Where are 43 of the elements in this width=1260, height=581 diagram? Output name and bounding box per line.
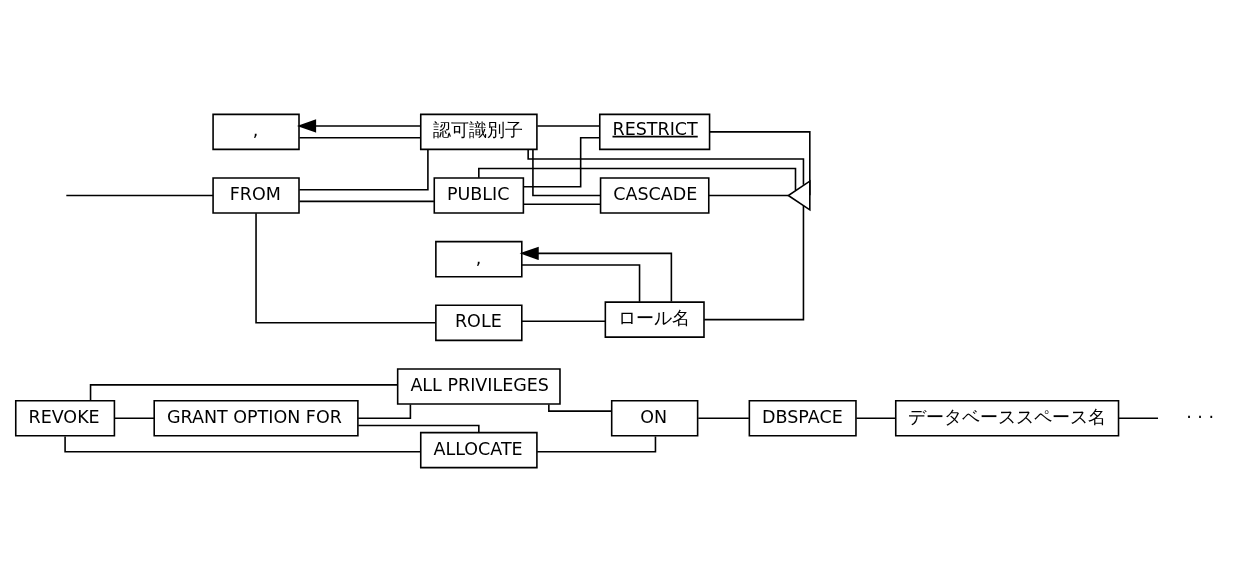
node-text: · · · [1186,406,1214,427]
connector [536,124,601,127]
connector [298,136,422,138]
node-box: ロール名 [604,300,705,338]
connector [113,417,155,419]
node-box: ALLOCATE [419,431,538,468]
connector [522,202,602,205]
node-box: 認可識別子 [419,113,538,150]
connector [298,200,435,202]
connector [357,424,480,433]
node-box: FROM [212,176,300,214]
connector [357,403,412,419]
node-box: PUBLIC [433,176,525,214]
connector [548,403,613,412]
node-box: DBSPACE [748,399,857,437]
connector [708,194,789,196]
arrow [297,118,422,133]
connector [532,148,601,196]
connector [255,211,437,324]
connector [709,130,811,196]
node-box: ROLE [435,304,523,341]
node-box: , [435,240,523,277]
connector [1118,417,1159,419]
connector [855,417,896,419]
connector [521,319,607,322]
connector [703,204,805,320]
node-box: ON [610,399,699,437]
node-box: RESTRICT [598,113,711,150]
connector [298,148,429,190]
connector [523,136,601,188]
connector [65,194,214,196]
connector [527,148,805,186]
node-box: CASCADE [599,176,710,214]
node-box: GRANT OPTION FOR [153,399,359,437]
connector [478,167,797,191]
node-box: データベーススペース名 [894,399,1120,437]
node-box: , [212,113,300,150]
node-box: ALL PRIVILEGES [396,367,561,405]
connector [697,417,750,419]
node-box: REVOKE [14,399,116,437]
arrow [519,246,673,302]
connector [521,263,641,303]
node-triangle [786,179,811,211]
